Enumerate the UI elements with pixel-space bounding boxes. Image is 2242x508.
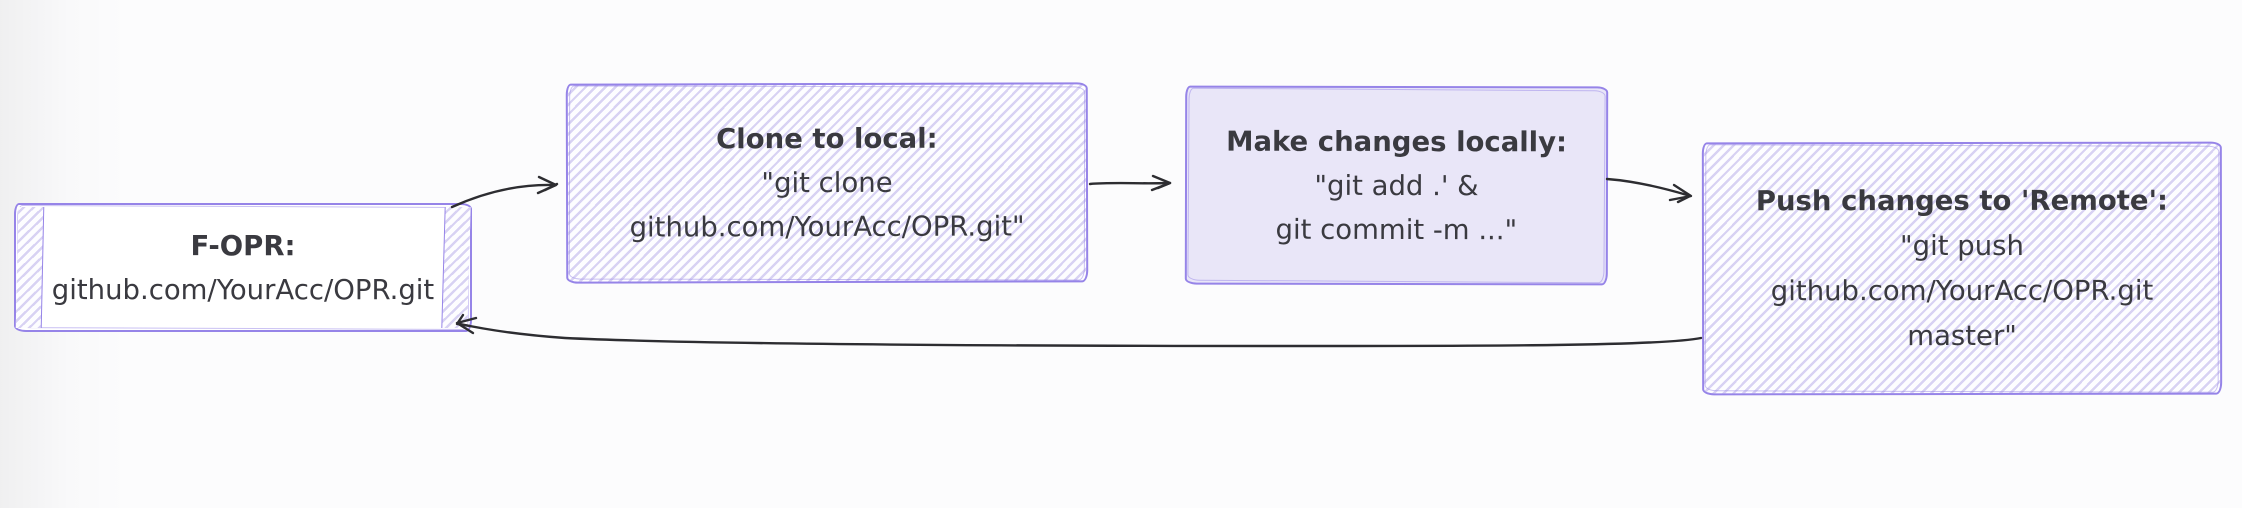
- node-title: F-OPR:: [190, 229, 296, 262]
- arrow-changes-to-push[interactable]: [1605, 177, 1693, 204]
- arrow-push-to-remote[interactable]: [455, 313, 1703, 348]
- node-line: github.com/YourAcc/OPR.git: [51, 273, 435, 306]
- node-remote-repo[interactable]: F-OPR: github.com/YourAcc/OPR.git: [14, 203, 472, 332]
- arrow-remote-to-clone[interactable]: [450, 175, 559, 209]
- arrow-clone-to-changes[interactable]: [1088, 174, 1172, 192]
